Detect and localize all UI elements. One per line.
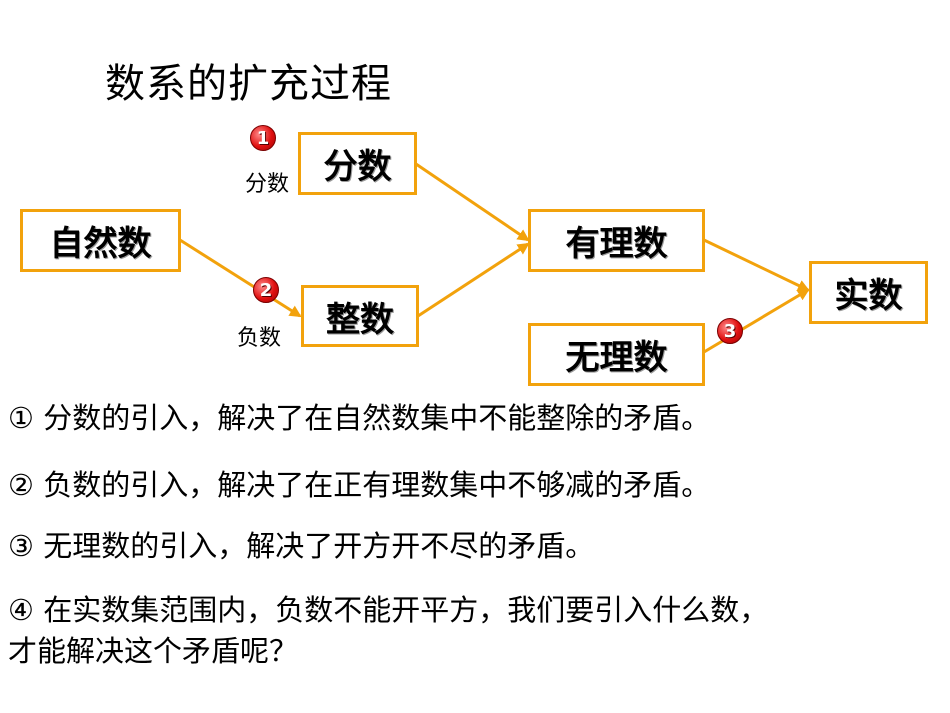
arrow-natural-to-integer bbox=[179, 238, 302, 318]
edge-label-fraction: 分数 bbox=[245, 172, 290, 197]
edge-label-negative: 负数 bbox=[237, 326, 282, 351]
badge-step-2: 2 bbox=[253, 277, 279, 303]
badge-step-1: 1 bbox=[250, 125, 276, 151]
note-1: ① 分数的引入，解决了在自然数集中不能整除的矛盾。 bbox=[8, 401, 711, 435]
badge-step-3: 3 bbox=[717, 318, 743, 344]
node-integers: 整数 bbox=[301, 285, 419, 347]
node-natural-numbers: 自然数 bbox=[20, 209, 181, 272]
arrow-integer-to-rational bbox=[417, 242, 530, 318]
page-title: 数系的扩充过程 bbox=[105, 61, 392, 107]
note-4-line-2: 才能解决这个矛盾呢？ bbox=[8, 634, 299, 668]
node-real-numbers: 实数 bbox=[809, 261, 928, 324]
node-rational-numbers: 有理数 bbox=[528, 209, 705, 272]
note-4-line-1: ④ 在实数集范围内，负数不能开平方，我们要引入什么数， bbox=[8, 593, 769, 627]
note-3: ③ 无理数的引入，解决了开方开不尽的矛盾。 bbox=[8, 529, 595, 563]
arrow-rational-to-real bbox=[703, 238, 810, 292]
arrow-fraction-to-rational bbox=[415, 162, 530, 242]
node-irrational-numbers: 无理数 bbox=[528, 323, 705, 386]
node-fractions: 分数 bbox=[298, 132, 417, 195]
note-2: ② 负数的引入，解决了在正有理数集中不够减的矛盾。 bbox=[8, 468, 711, 502]
arrow-irrational-to-real bbox=[703, 288, 810, 354]
